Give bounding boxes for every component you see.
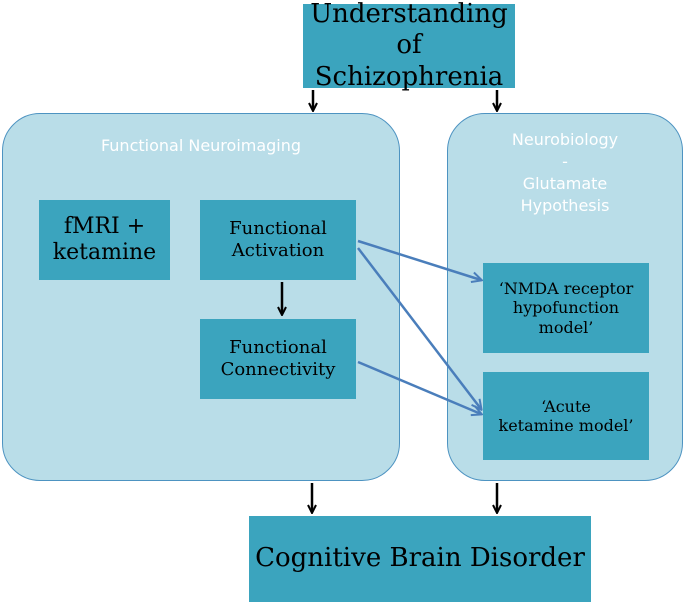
panel-title-line: Hypothesis: [520, 196, 610, 215]
node-nmda-receptor-model: ‘NMDA receptor hypofunction model’: [483, 263, 649, 353]
panel-title-line: Glutamate: [522, 174, 608, 193]
node-functional-activation: Functional Activation: [200, 200, 356, 280]
node-functional-connectivity: Functional Connectivity: [200, 319, 356, 399]
panel-title-line: -: [562, 152, 568, 171]
panel-title-line: Neurobiology: [511, 130, 619, 149]
panel-title-neurobiology-glutamate: Neurobiology - Glutamate Hypothesis: [448, 130, 682, 215]
panel-title-functional-neuroimaging: Functional Neuroimaging: [100, 136, 302, 155]
node-understanding-schizophrenia: Understanding of Schizophrenia: [303, 0, 515, 92]
node-fmri-ketamine: fMRI + ketamine: [39, 200, 170, 280]
node-cognitive-brain-disorder: Cognitive Brain Disorder: [249, 516, 591, 602]
panel-functional-neuroimaging: Functional Neuroimaging: [2, 113, 400, 481]
node-acute-ketamine-model: ‘Acute ketamine model’: [483, 372, 649, 460]
